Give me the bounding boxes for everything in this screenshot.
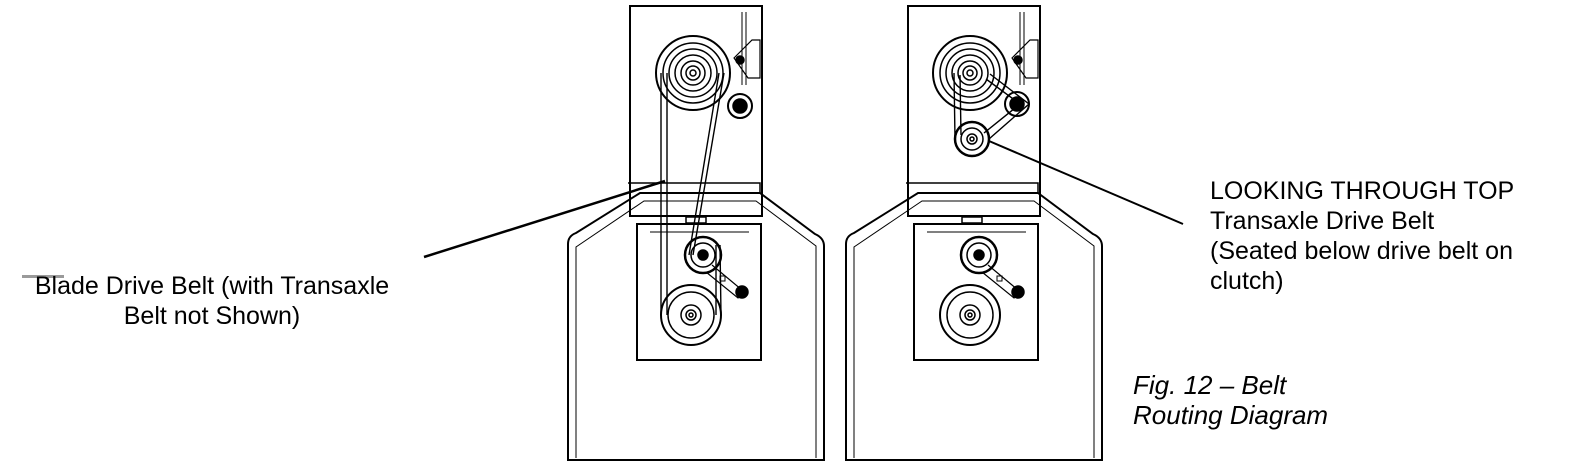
label-blade-drive-belt-line2: Belt not Shown) (123, 302, 301, 330)
label-blade-drive-belt-line1: Blade Drive Belt (with Transaxle (34, 272, 390, 300)
right-deck-assembly (845, 5, 1103, 461)
left-top-pulley (655, 35, 731, 111)
right-lower-idler (959, 235, 999, 275)
right-top-pulley (932, 35, 1008, 111)
right-lower-panel (913, 223, 1039, 361)
left-lower-panel (636, 223, 762, 361)
left-blade-drive-belt (660, 72, 725, 316)
label-blade-drive-belt: Blade Drive Belt (with Transaxle Belt no… (2, 271, 422, 331)
left-blade-pulley (660, 284, 722, 346)
figure-caption: Fig. 12 – Belt Routing Diagram (1133, 370, 1328, 430)
right-lower-housing (845, 192, 1103, 461)
right-clutch-pulley (953, 120, 991, 158)
left-idler-top (727, 93, 753, 119)
right-upper-box (907, 5, 1041, 217)
left-lower-idler (683, 235, 723, 275)
label-transaxle-line4: clutch) (1210, 267, 1284, 295)
leader-line-blade-belt (423, 179, 666, 259)
label-transaxle-drive-belt: LOOKING THROUGH TOP Transaxle Drive Belt… (1210, 176, 1514, 296)
right-transaxle-drive-belt (953, 72, 1031, 140)
label-transaxle-line2: Transaxle Drive Belt (1210, 207, 1435, 235)
leader-line-transaxle-belt (988, 140, 1184, 225)
left-deck-assembly (567, 5, 825, 461)
figure-caption-line1: Fig. 12 – Belt (1133, 370, 1287, 400)
left-lower-housing (567, 192, 825, 461)
figure-caption-line2: Routing Diagram (1133, 400, 1329, 430)
label-highlight-mark (22, 275, 64, 278)
label-transaxle-line3: (Seated below drive belt on (1210, 237, 1513, 265)
right-blade-pulley (939, 284, 1001, 346)
label-transaxle-line1: LOOKING THROUGH TOP (1210, 177, 1515, 205)
